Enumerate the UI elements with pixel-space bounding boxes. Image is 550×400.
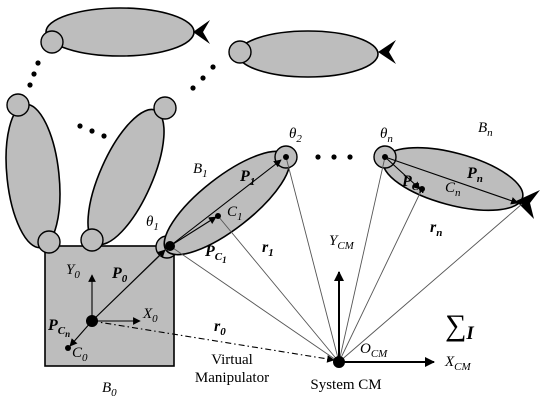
label-theta1: θ1 <box>146 214 159 233</box>
label-B0: B0 <box>102 380 117 399</box>
left-arm-joint <box>6 93 30 117</box>
left-arm-link-1 <box>5 103 61 249</box>
label-OCM: OCM <box>360 341 388 360</box>
vector-PC1 <box>169 216 217 247</box>
label-XCM: XCM <box>444 354 472 373</box>
label-Y0: Y0 <box>66 262 80 281</box>
label-Cn: Cn <box>445 180 461 199</box>
system-cm-label: System CM <box>310 377 381 393</box>
label-PC1: PC1 <box>204 243 227 265</box>
label-PCn-base: PCn <box>47 317 70 339</box>
label-PCn-link: PCn <box>401 173 424 195</box>
label-YCM: YCM <box>329 233 355 252</box>
label-C1: C1 <box>227 204 243 223</box>
label-Pn: Pn <box>466 165 483 185</box>
link-Bn <box>382 146 524 212</box>
gripper-icon <box>193 20 210 44</box>
virtual-manipulator-label: Virtual <box>211 352 253 368</box>
label-C0: C0 <box>72 345 88 364</box>
base-joint <box>80 228 104 252</box>
ellipsis-dots <box>27 60 216 139</box>
left-arm-joint <box>40 30 64 54</box>
end-effector-icon <box>516 190 540 219</box>
label-P1: P1 <box>239 168 255 188</box>
vector-PCn-link <box>384 156 421 190</box>
label-Bn: Bn <box>478 120 493 139</box>
vector-Pn <box>384 156 519 205</box>
base-frame-axes <box>88 274 141 325</box>
link-vectors <box>69 156 519 363</box>
virtual-manipulator-label: Manipulator <box>195 370 269 386</box>
left-arm-link-top <box>45 7 195 57</box>
left-arm-joint <box>153 96 177 120</box>
label-rn: rn <box>430 219 442 239</box>
label-thetan: θn <box>380 126 393 145</box>
vector-r0 <box>91 320 335 363</box>
label-P0: P0 <box>111 265 128 285</box>
inertial-frame-label: ∑I <box>445 309 474 344</box>
base-rect <box>44 245 175 367</box>
label-r1: r1 <box>262 239 274 259</box>
right-arm-link-top <box>237 30 379 78</box>
base-body <box>37 228 179 367</box>
vector-P0 <box>91 249 166 322</box>
label-theta2: θ2 <box>289 126 302 145</box>
vector-P1 <box>169 159 282 247</box>
label-r0: r0 <box>214 318 226 338</box>
system-cm-axes <box>334 271 435 367</box>
label-X0: X0 <box>142 306 158 325</box>
left-arm-joint <box>228 40 252 64</box>
position-lines <box>91 156 523 363</box>
base-joint <box>37 230 61 254</box>
gripper-icon <box>378 40 396 64</box>
label-B1: B1 <box>193 161 208 180</box>
ellipsis-dots <box>315 154 353 160</box>
